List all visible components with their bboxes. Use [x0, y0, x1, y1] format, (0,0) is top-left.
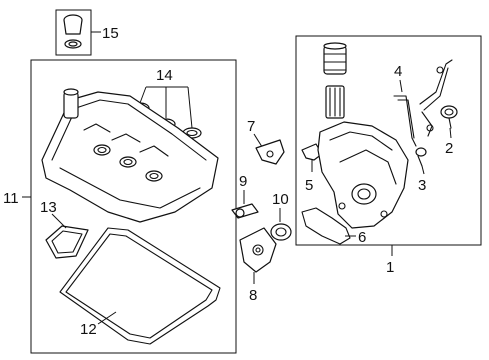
timing-cover: [317, 121, 409, 229]
valve-cover-group-frame: [30, 59, 237, 354]
timing-cover-group-frame: [295, 35, 482, 246]
callout-1: 1: [386, 259, 394, 276]
small-gasket: [45, 225, 89, 259]
front-seal: [270, 223, 292, 241]
callout-2: 2: [445, 140, 453, 157]
callout-11: 11: [3, 190, 19, 207]
callout-13: 13: [40, 199, 57, 216]
timing-cover-gasket: [301, 207, 351, 245]
callout-7: 7: [247, 118, 255, 135]
callout-15: 15: [102, 25, 119, 42]
callout-10: 10: [272, 191, 289, 208]
cam-sensor: [255, 139, 285, 165]
oil-cap-body: [63, 19, 83, 35]
callout-8: 8: [249, 287, 257, 304]
oil-tube: [393, 95, 417, 147]
callout-3: 3: [418, 177, 426, 194]
oil-filter-housing: [323, 42, 347, 75]
oil-cap-seal-hole: [68, 41, 78, 47]
breather-tube: [63, 91, 79, 119]
tensioner-bracket: [419, 59, 453, 137]
callout-12: 12: [80, 321, 97, 338]
vct-cover: [239, 227, 277, 273]
oil-filter-element: [325, 85, 345, 119]
valve-cover: [41, 88, 219, 223]
callout-9: 9: [239, 173, 247, 190]
oil-cap-kit: [55, 9, 92, 56]
cover-seal: [301, 143, 323, 161]
callout-6: 6: [358, 229, 366, 246]
position-sensor: [440, 105, 458, 129]
bolt-sensor: [231, 203, 259, 219]
valve-cover-gasket: [59, 227, 221, 345]
callout-14: 14: [156, 67, 173, 84]
callout-4: 4: [394, 63, 402, 80]
callout-5: 5: [305, 177, 313, 194]
pivot-bolt: [415, 147, 427, 167]
spark-plug-wells: [93, 144, 163, 182]
